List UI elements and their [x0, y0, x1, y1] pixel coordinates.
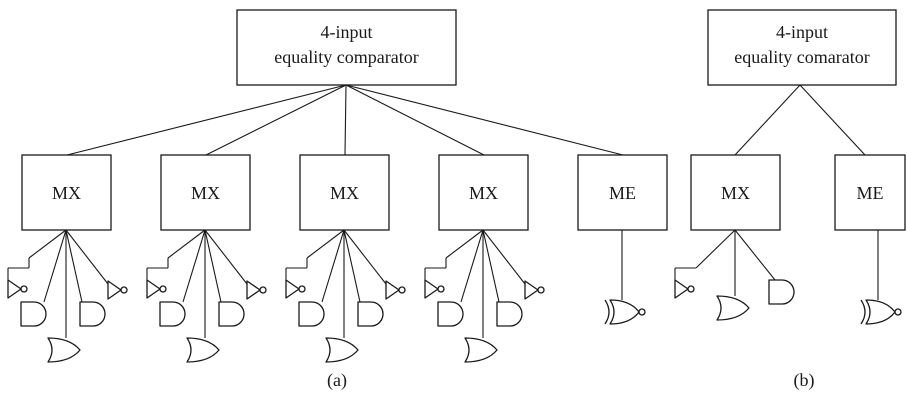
comparator-b-line2: equality comarator [734, 47, 869, 67]
not-gate-icon [285, 279, 306, 299]
and-gate-icon [20, 301, 47, 327]
wire-comp-b-to-me [799, 84, 866, 156]
me-block-a [577, 154, 668, 231]
wire-not-b [695, 229, 736, 269]
and-gate-icon [159, 301, 186, 327]
or-gate-icon [325, 337, 359, 363]
mx-gates-3 [285, 229, 406, 363]
comparator-box-b [707, 9, 897, 86]
figure-b: 4-input equality comarator MX ME (b) [674, 9, 906, 391]
not-gate-icon [674, 279, 695, 299]
or-gate-icon [464, 337, 498, 363]
mx-gates-b [674, 229, 795, 321]
wire-comp-to-mx4 [345, 84, 485, 156]
wire-not-right [204, 229, 248, 285]
mx-block-4-label: MX [469, 183, 498, 203]
xnor-gate-icon [860, 299, 902, 325]
wire-comp-to-mx2 [205, 84, 347, 156]
caption-b: (b) [794, 370, 815, 391]
wire-and-b [734, 229, 776, 281]
mx-gates-4 [424, 229, 545, 363]
mx-gates-2 [146, 229, 267, 363]
not-gate-icon [7, 279, 28, 299]
and-gate-icon [79, 301, 106, 327]
wire-not-left [445, 229, 484, 259]
me-gates-a [604, 230, 646, 325]
wire-and-right [482, 229, 500, 303]
comparator-a-line1: 4-input [321, 22, 373, 42]
wire-and-right [65, 229, 83, 303]
comparator-b-line1: 4-input [776, 22, 828, 42]
xnor-gate-icon [604, 299, 646, 325]
not-gate-icon [524, 280, 545, 300]
wire-comp-to-mx1 [66, 84, 347, 156]
gate-clusters-b [674, 229, 902, 325]
or-gate-icon [716, 295, 750, 321]
mx-block-b-label: MX [721, 183, 750, 203]
mx-block-1 [21, 154, 112, 231]
comparator-a-line2: equality comparator [274, 47, 418, 67]
me-block-a-label: ME [609, 183, 636, 203]
wire-not-right [482, 229, 526, 285]
mx-block-2-label: MX [191, 183, 220, 203]
wire-not-right [343, 229, 387, 285]
wire-and-left [43, 229, 67, 303]
wire-not-right [65, 229, 109, 285]
wire-and-right [204, 229, 222, 303]
wire-and-left [182, 229, 206, 303]
mx-block-3 [299, 154, 390, 231]
mx-block-3-label: MX [330, 183, 359, 203]
figure-a: 4-input equality comparator MX MX MX MX … [7, 9, 668, 391]
wire-comp-to-mx3 [344, 84, 347, 156]
or-gate-icon [47, 337, 81, 363]
wire-and-left [321, 229, 345, 303]
me-gates-b [860, 230, 902, 325]
wire-and-left [460, 229, 484, 303]
mx-block-1-label: MX [52, 183, 81, 203]
mx-gates-1 [7, 229, 128, 363]
not-gate-icon [107, 280, 128, 300]
not-gate-icon [146, 279, 167, 299]
wire-comp-to-me [345, 84, 624, 156]
and-gate-icon [496, 301, 523, 327]
caption-a: (a) [327, 370, 347, 391]
not-gate-icon [246, 280, 267, 300]
not-gate-icon [424, 279, 445, 299]
and-gate-icon [357, 301, 384, 327]
and-gate-icon [298, 301, 325, 327]
mx-block-b [690, 154, 781, 231]
and-gate-icon [437, 301, 464, 327]
comparator-box-a [236, 9, 457, 86]
gate-clusters-a [7, 229, 646, 363]
and-gate-icon [768, 279, 795, 305]
and-gate-icon [218, 301, 245, 327]
wire-not-left [167, 229, 206, 259]
wire-and-right [343, 229, 361, 303]
not-gate-icon [385, 280, 406, 300]
wire-comp-b-to-mx [734, 84, 801, 156]
wire-not-left [28, 229, 67, 259]
wire-not-left [306, 229, 345, 259]
me-block-b [834, 154, 906, 231]
or-gate-icon [186, 337, 220, 363]
me-block-b-label: ME [857, 183, 884, 203]
mx-block-2 [160, 154, 251, 231]
